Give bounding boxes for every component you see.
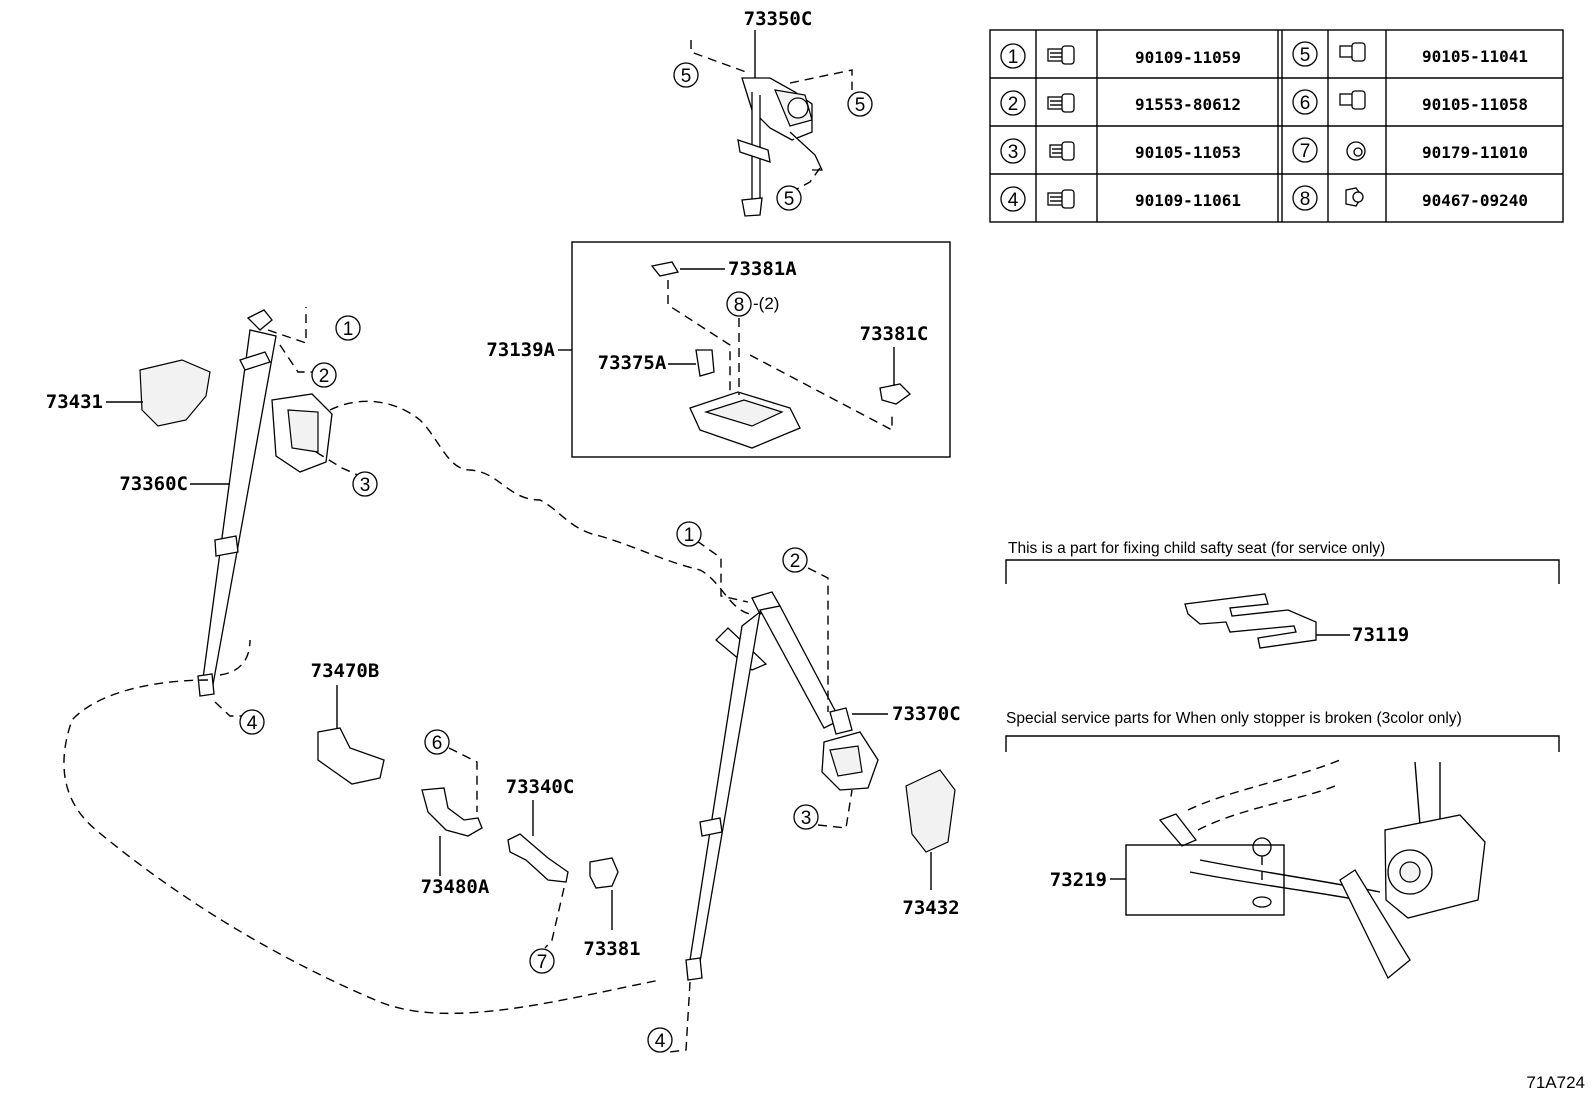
seat-outline [63,400,751,1015]
label: 3 [360,475,371,496]
left-seatbelt-assembly: 73431 73360C 1 2 3 4 [46,307,378,735]
callout-5: 5 [776,185,802,211]
quantity-label: -(2) [753,294,779,313]
callout-1: 1 [335,315,361,341]
table-row-5-callout: 5 [1292,41,1318,67]
label: 1 [684,525,695,546]
callout-1: 1 [676,521,702,547]
stopper-section: Special service parts for When only stop… [1005,710,1560,980]
cover-73432 [905,769,956,853]
callout-2: 2 [782,547,808,573]
part-number: 91553-80612 [1135,95,1241,114]
table-row-8-callout: 8 [1292,185,1318,211]
label: 8 [1300,189,1311,210]
mid-parts: 73470B 6 73480A 73340C 7 73381 [311,660,641,974]
label: 4 [655,1031,666,1052]
callout-3: 3 [352,471,378,497]
label: 3 [1008,142,1019,163]
part-label: 73350C [744,8,813,30]
label: 5 [855,95,866,116]
callout-5: 5 [673,62,699,88]
label: 5 [1300,45,1311,66]
part-label: 73432 [902,897,959,919]
callout-2: 2 [311,362,337,388]
callout-6: 6 [424,729,450,755]
part-label: 73381 [583,938,640,960]
part-label: 73119 [1352,624,1409,646]
retractor-assembly-73350c: 73350C 5 5 5 [673,8,873,217]
part-number: 90105-11058 [1422,95,1528,114]
label: 1 [1008,47,1019,68]
part-label: 73381C [860,323,929,345]
part-number: 90105-11053 [1135,143,1241,162]
child-seat-note: This is a part for fixing child safty se… [1008,540,1385,557]
part-label: 73219 [1050,869,1107,891]
table-row-7-callout: 7 [1292,137,1318,163]
label: 2 [319,366,330,387]
part-label: 73340C [506,776,575,798]
figure-code: 71A724 [1526,1073,1585,1092]
label: 2 [1008,94,1019,115]
callout-4: 4 [647,1027,673,1053]
part-number: 90105-11041 [1422,47,1528,66]
table-row-2-callout: 2 [1000,90,1026,116]
callout-8: 8 [726,291,752,317]
stopper-note: Special service parts for When only stop… [1006,710,1462,727]
label: 5 [681,66,692,87]
label: 2 [790,551,801,572]
bolt-icon [1047,45,1075,65]
label: 4 [247,713,258,734]
part-label: 73139A [486,339,555,361]
label: 8 [734,295,745,316]
part-label: 73360C [119,473,188,495]
callout-5: 5 [847,91,873,117]
label: 1 [343,319,354,340]
part-label: 73470B [311,660,380,682]
callout-4: 4 [239,709,265,735]
bolt-icon [1049,141,1075,161]
table-row-1-callout: 1 [1000,43,1026,69]
nut-icon [1346,141,1366,161]
part-label: 73370C [892,703,961,725]
bolt-icon [1339,90,1366,110]
part-label: 73431 [46,391,103,413]
table-row-4-callout: 4 [1000,186,1026,212]
bolt-icon [1047,93,1075,113]
buckle-detail-box: 73139A 73381A 8 -(2) 73381C 73375A [486,241,951,458]
part-number: 90467-09240 [1422,191,1528,210]
part-label: 73381A [728,258,797,280]
right-seatbelt-assembly: 73370C 73432 1 2 3 4 [647,521,961,1053]
callout-3: 3 [793,804,819,830]
label: 6 [1300,93,1311,114]
table-row-3-callout: 3 [1000,138,1026,164]
label: 3 [801,808,812,829]
fastener-table: 1 2 3 4 90109-11059 91553-80612 90105-11 [989,29,1564,223]
child-seat-section: This is a part for fixing child safty se… [1005,540,1560,649]
cover-73431 [139,359,211,427]
bolt-icon [1339,42,1366,62]
bolt-icon [1047,189,1075,209]
part-number: 90179-11010 [1422,143,1528,162]
label: 6 [432,733,443,754]
part-label: 73480A [421,876,490,898]
part-label: 73375A [598,352,667,374]
label: 5 [784,189,795,210]
label: 7 [537,952,548,973]
callout-7: 7 [529,948,555,974]
part-number: 90109-11059 [1135,48,1241,67]
plate-73119 [1184,593,1317,649]
label: 7 [1300,141,1311,162]
table-row-6-callout: 6 [1292,89,1318,115]
label: 4 [1008,190,1019,211]
part-number: 90109-11061 [1135,191,1241,210]
clip-icon [1345,187,1364,207]
